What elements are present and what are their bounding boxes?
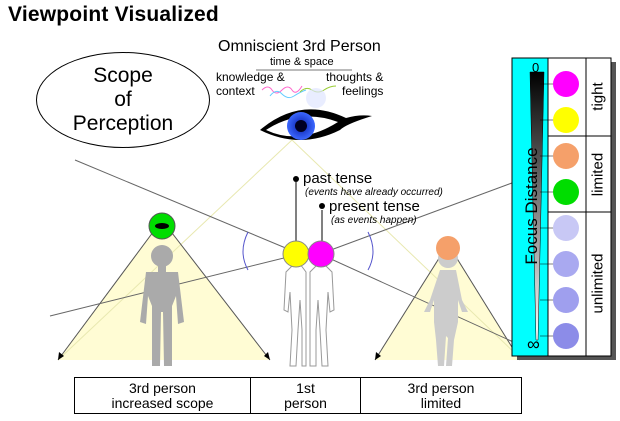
past-tense-note: (events have already occurred)	[305, 187, 443, 198]
past-tense-head	[282, 240, 310, 268]
focus-wedge	[529, 71, 545, 341]
observer-head-orange	[436, 236, 460, 260]
past-bullet	[293, 176, 299, 182]
observer-eye	[155, 223, 169, 229]
left-person-silhouette	[140, 245, 184, 366]
focus-circle	[553, 143, 579, 169]
focus-infinity-mark: ∞	[527, 334, 540, 354]
time-space-label: time & space	[270, 56, 334, 68]
focus-distance-title: Focus Distance	[522, 147, 541, 265]
sight-line	[447, 243, 521, 361]
focus-circle	[553, 251, 579, 277]
category-unlimited: unlimited	[589, 253, 607, 314]
category-limited: limited	[589, 152, 607, 197]
cell-line-2: limited	[420, 394, 462, 411]
focus-circle	[553, 71, 579, 97]
omniscient-view-line	[291, 139, 521, 359]
first-person-line	[74, 159, 301, 255]
scope-of-perception: Scope of Perception	[36, 52, 210, 148]
present-tense-head	[307, 240, 335, 268]
first-person-line	[319, 179, 521, 255]
cell-line-1: 3rd person	[407, 379, 475, 396]
thought-squiggle	[269, 89, 307, 99]
knowledge-line-2: context	[216, 84, 255, 98]
past-tense-label: past tense	[303, 170, 373, 187]
thoughts-label: thoughts & feelings	[326, 70, 383, 98]
focus-circle	[553, 215, 579, 241]
arrow-head	[264, 352, 270, 360]
thoughts-line-1: thoughts &	[326, 70, 384, 84]
view-arc	[242, 231, 249, 271]
scope-line-1: Scope	[93, 64, 153, 87]
focus-zero-mark: 0	[532, 60, 540, 75]
omniscient-eye	[260, 109, 372, 140]
present-bullet	[319, 203, 325, 209]
omniscient-title: Omniscient 3rd Person	[218, 38, 381, 55]
first-person-line	[319, 253, 521, 346]
present-tense-note: (as events happen)	[331, 215, 417, 226]
thought-bubble	[306, 88, 326, 108]
cell-line-2: person	[284, 394, 327, 411]
thoughts-line-2: feelings	[342, 84, 384, 98]
omniscient-view-line	[57, 139, 293, 361]
category-tight: tight	[589, 82, 607, 111]
view-arc	[367, 231, 374, 271]
knowledge-line-1: knowledge &	[216, 70, 285, 84]
knowledge-label: knowledge & context	[216, 70, 285, 98]
focus-circle	[553, 287, 579, 313]
cell-line-2: increased scope	[111, 394, 214, 411]
present-tense-label: present tense	[329, 198, 420, 215]
focus-circle	[553, 107, 579, 133]
thought-squiggle	[261, 85, 303, 94]
focus-circle	[553, 179, 579, 205]
cell-line-1: 1st	[296, 379, 315, 396]
focus-circle	[553, 323, 579, 349]
cell-line-1: 3rd person	[129, 379, 196, 396]
arrow-head	[375, 352, 381, 360]
arrow-head	[58, 352, 64, 360]
scope-line-2: of	[114, 88, 132, 111]
sight-line	[374, 243, 449, 361]
focus-circles	[540, 71, 579, 349]
sight-line	[57, 219, 163, 361]
sight-line	[161, 219, 271, 361]
diagram-title: Viewpoint Visualized	[8, 3, 219, 26]
scope-line-3: Perception	[72, 112, 174, 135]
first-person-figures	[283, 263, 335, 367]
